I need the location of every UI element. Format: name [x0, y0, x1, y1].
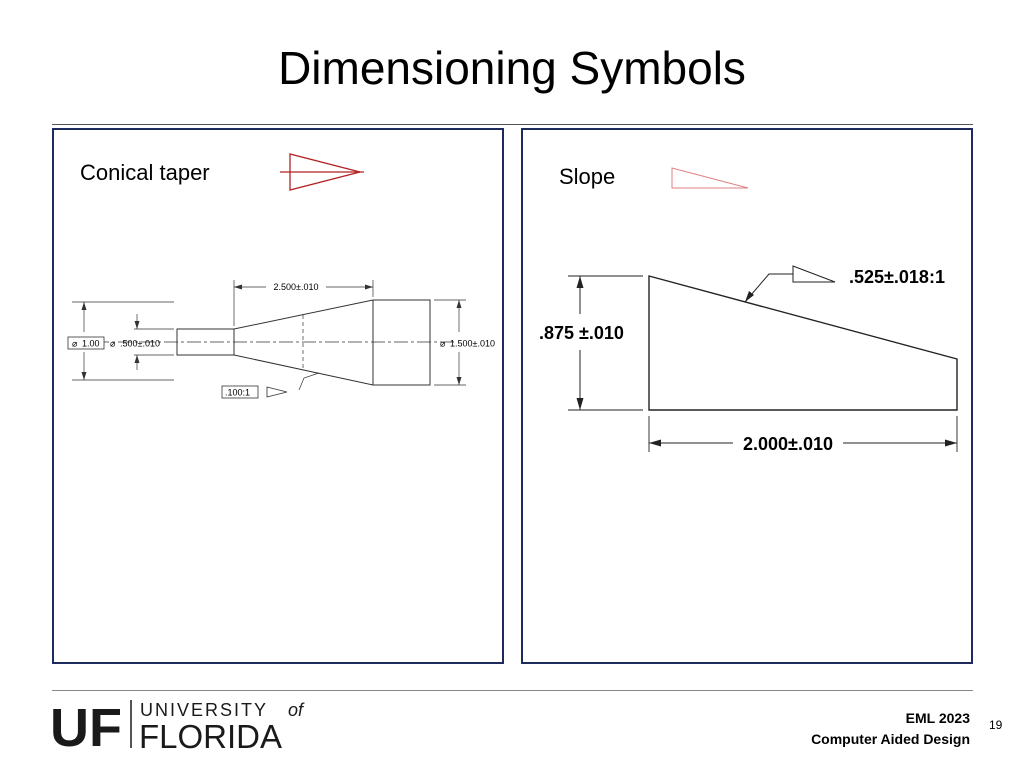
page-number: 19 [989, 718, 1003, 732]
conical-taper-label: Conical taper [80, 160, 210, 185]
course-code: EML 2023 [905, 710, 970, 726]
diameter-symbol: ⌀ [110, 339, 116, 349]
slope-label: Slope [559, 164, 616, 189]
mid-diameter-dimension: .500±.010 [120, 339, 160, 349]
course-info: EML 2023 Computer Aided Design [811, 708, 970, 750]
slope-drawing: .875 ±.010 2.000±.010 .525±.018:1 [539, 265, 958, 454]
height-dimension: .875 ±.010 [539, 323, 624, 343]
taper-callout: .100:1 [225, 388, 250, 398]
diameter-symbol: ⌀ [440, 339, 446, 349]
course-name: Computer Aided Design [811, 731, 970, 747]
logo-university-text: UNIVERSITY [140, 700, 268, 720]
taper-callout-box [221, 385, 259, 399]
logo-of-text: of [288, 700, 305, 720]
conical-part-outline [176, 299, 431, 386]
slide-title: Dimensioning Symbols [278, 42, 746, 94]
large-diameter-dimension: 1.500±.010 [450, 339, 495, 349]
width-dimension: 2.000±.010 [743, 434, 833, 454]
diameter-symbol: ⌀ [72, 339, 78, 349]
slope-callout: .525±.018:1 [849, 267, 945, 287]
small-diameter-dimension: 1.00 [82, 339, 100, 349]
conical-taper-panel: Conical taper [52, 128, 504, 664]
length-dimension: 2.500±.010 [274, 282, 319, 292]
slope-panel: Slope .875 ±.010 2.000± [521, 128, 973, 664]
footer-divider [52, 690, 973, 691]
conical-taper-drawing: 2.500±.010 ⌀ 1.00 ⌀ .500±.010 ⌀ 1.500±.0… [67, 280, 495, 399]
university-of-florida-logo: UF UNIVERSITY of FLORIDA [50, 698, 305, 758]
slope-symbol-icon [671, 167, 749, 189]
title-divider [52, 124, 973, 125]
conical-taper-symbol-icon [280, 153, 364, 191]
slope-part-outline [648, 275, 958, 411]
logo-florida-text: FLORIDA [139, 718, 282, 755]
logo-uf-letters: UF [50, 698, 122, 758]
